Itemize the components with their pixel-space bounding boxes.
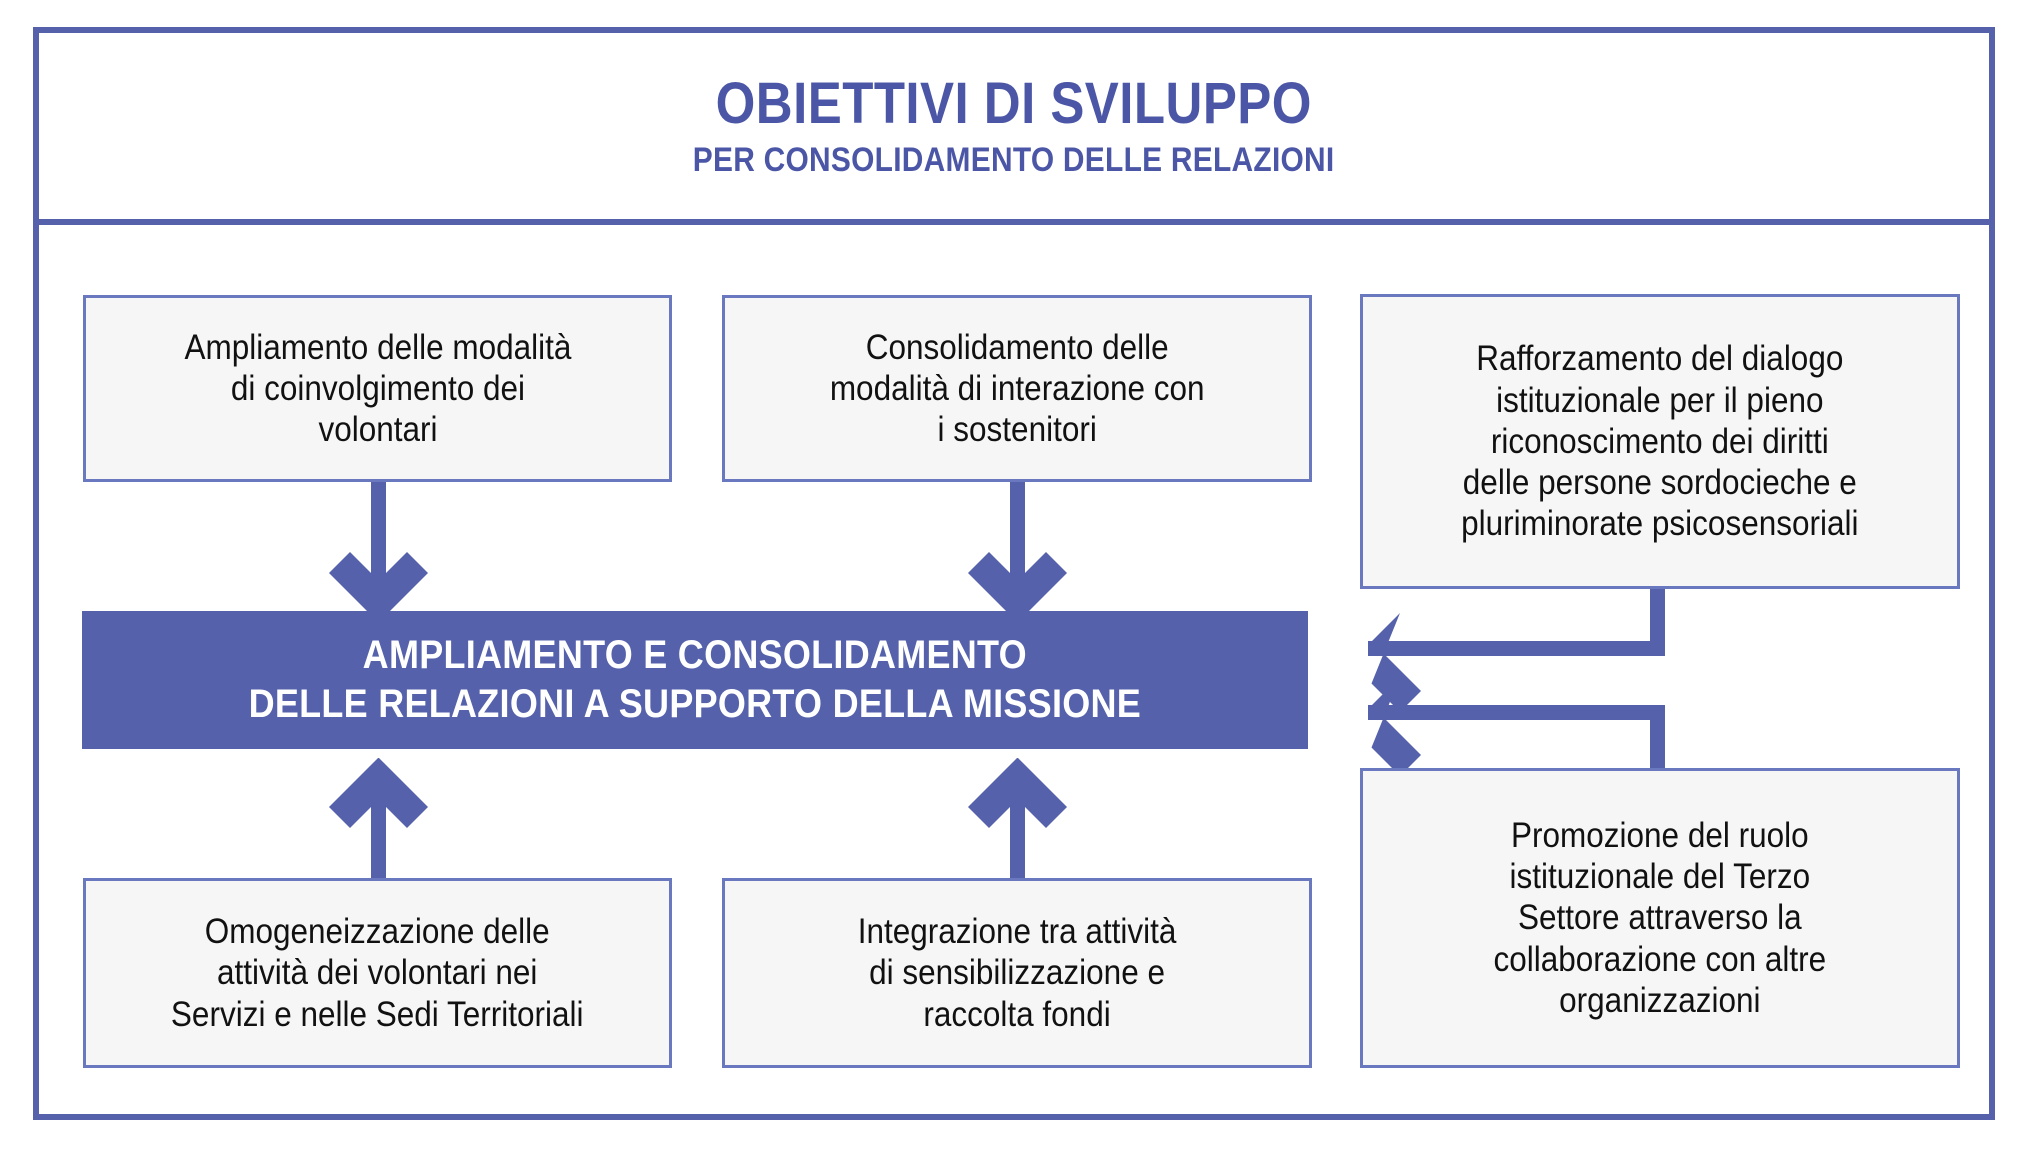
node-rafforzamento-dialogo[interactable]: Rafforzamento del dialogo istituzionale … <box>1360 294 1960 589</box>
central-goal-bar[interactable]: AMPLIAMENTO E CONSOLIDAMENTO DELLE RELAZ… <box>82 611 1308 749</box>
page-subtitle: PER CONSOLIDAMENTO DELLE RELAZIONI <box>693 141 1335 180</box>
page-title: OBIETTIVI DI SVILUPPO <box>715 71 1313 137</box>
diagram-outer-frame <box>33 27 1995 1120</box>
node-integrazione-sensibilizzazione[interactable]: Integrazione tra attività di sensibilizz… <box>722 878 1312 1068</box>
central-goal-label: AMPLIAMENTO E CONSOLIDAMENTO DELLE RELAZ… <box>248 633 1142 726</box>
node-label: Rafforzamento del dialogo istituzionale … <box>1461 339 1859 544</box>
node-consolidamento-sostenitori[interactable]: Consolidamento delle modalità di interaz… <box>722 295 1312 482</box>
node-label: Ampliamento delle modalità di coinvolgim… <box>184 327 571 450</box>
node-label: Consolidamento delle modalità di interaz… <box>829 327 1205 450</box>
diagram-header: OBIETTIVI DI SVILUPPO PER CONSOLIDAMENTO… <box>33 33 1995 219</box>
node-promozione-terzo-settore[interactable]: Promozione del ruolo istituzionale del T… <box>1360 768 1960 1068</box>
node-ampliamento-volontari[interactable]: Ampliamento delle modalità di coinvolgim… <box>83 295 672 482</box>
header-divider-rule <box>33 219 1995 225</box>
node-label: Omogeneizzazione delle attività dei volo… <box>171 912 584 1034</box>
node-label: Promozione del ruolo istituzionale del T… <box>1493 815 1827 1020</box>
node-label: Integrazione tra attività di sensibilizz… <box>857 912 1177 1034</box>
node-omogeneizzazione-attivita[interactable]: Omogeneizzazione delle attività dei volo… <box>83 878 672 1068</box>
